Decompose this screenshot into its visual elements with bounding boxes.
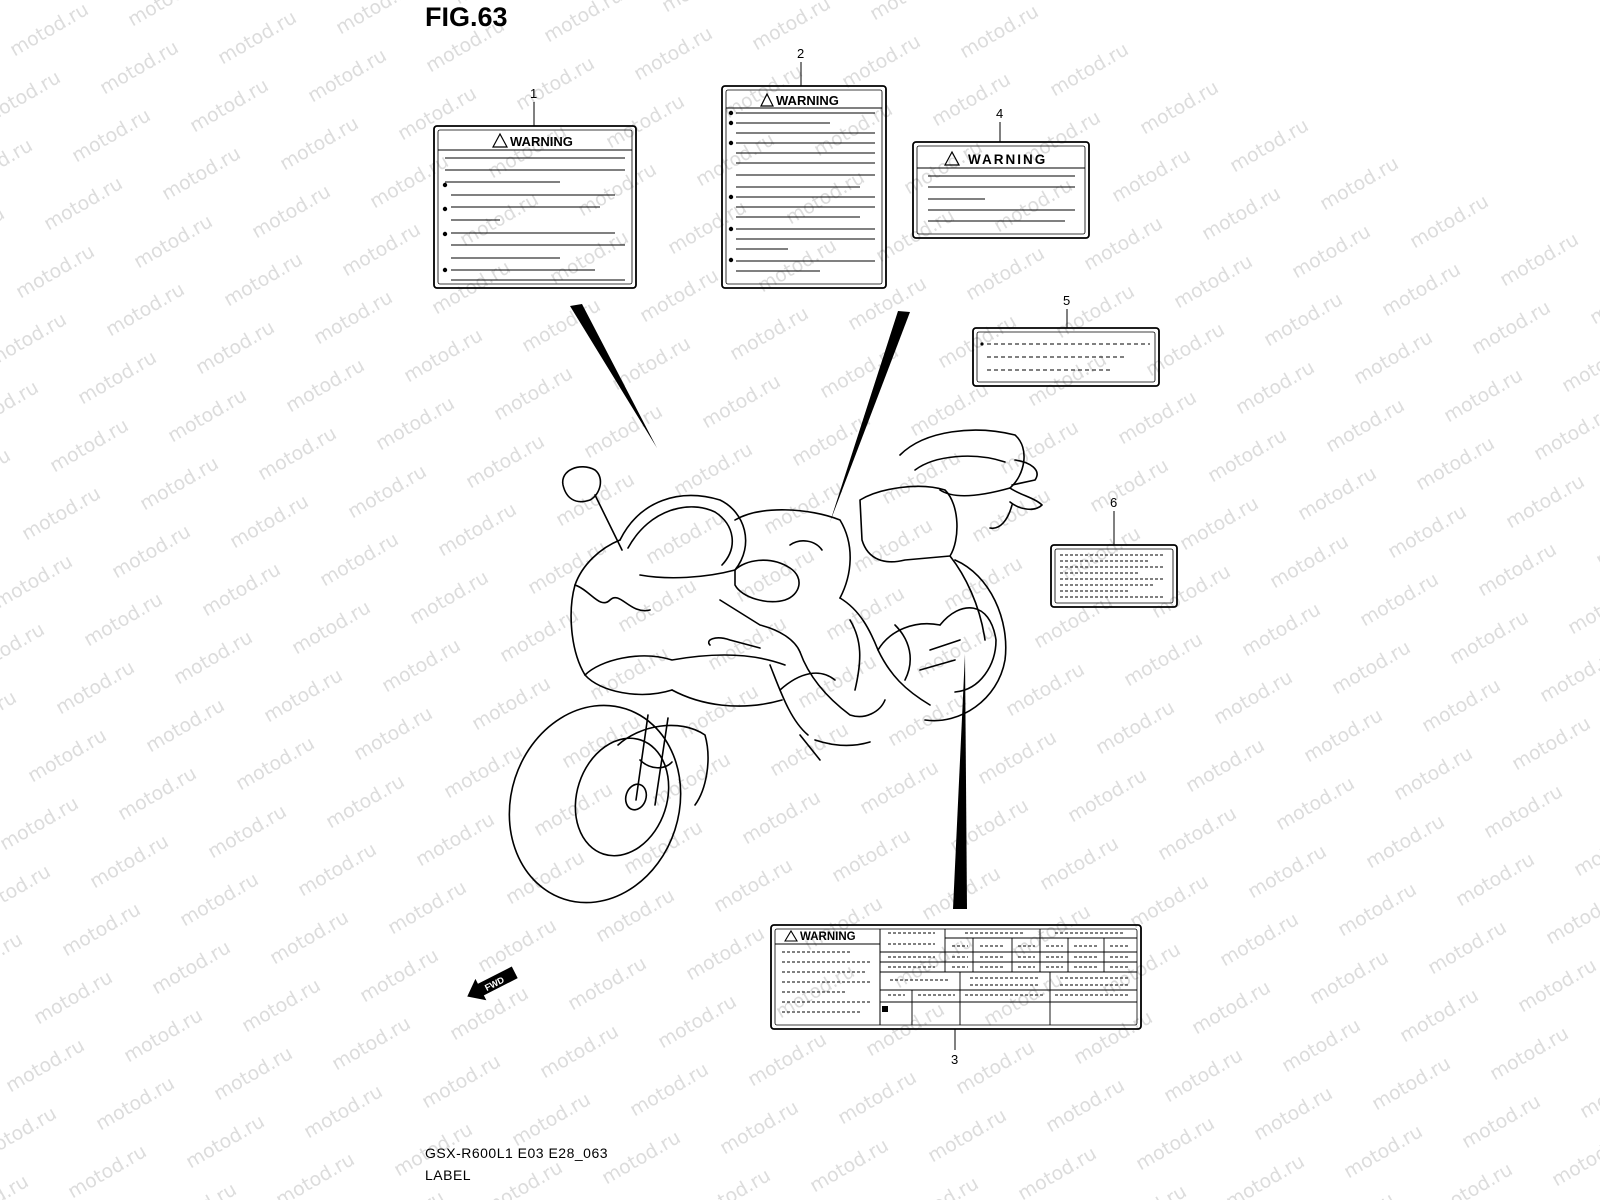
callout-1: 1	[530, 86, 537, 101]
callout-5: 5	[1063, 293, 1070, 308]
pointer-label-3	[953, 654, 967, 909]
warning-label-1[interactable]: WARNING	[433, 125, 637, 289]
label-3-heading: WARNING	[800, 931, 856, 943]
label-1-heading: WARNING	[510, 134, 573, 149]
forward-direction-marker: FWD	[467, 966, 518, 1001]
callout-6: 6	[1110, 495, 1117, 510]
warning-label-3[interactable]: WARNING	[770, 924, 1142, 1030]
figure-caption: LABEL	[425, 1167, 472, 1183]
callout-3: 3	[951, 1052, 958, 1067]
pointer-label-1	[570, 304, 657, 448]
label-4-heading: WARNING	[968, 152, 1047, 167]
warning-label-4[interactable]: WARNING	[912, 141, 1090, 239]
label-6[interactable]	[1050, 544, 1178, 608]
front-rim	[574, 737, 670, 857]
warning-label-2[interactable]: WARNING	[721, 85, 887, 289]
figure-title: FIG.63	[425, 2, 508, 32]
model-code: GSX-R600L1 E03 E28_063	[425, 1145, 609, 1161]
callout-2: 2	[797, 46, 804, 61]
label-5[interactable]	[972, 327, 1160, 387]
pointer-label-2	[830, 311, 910, 522]
label-2-heading: WARNING	[776, 93, 839, 108]
pointer-wedges	[570, 304, 967, 909]
front-tire	[508, 704, 682, 904]
motorcycle-outline	[508, 429, 1043, 904]
callout-4: 4	[996, 106, 1003, 121]
